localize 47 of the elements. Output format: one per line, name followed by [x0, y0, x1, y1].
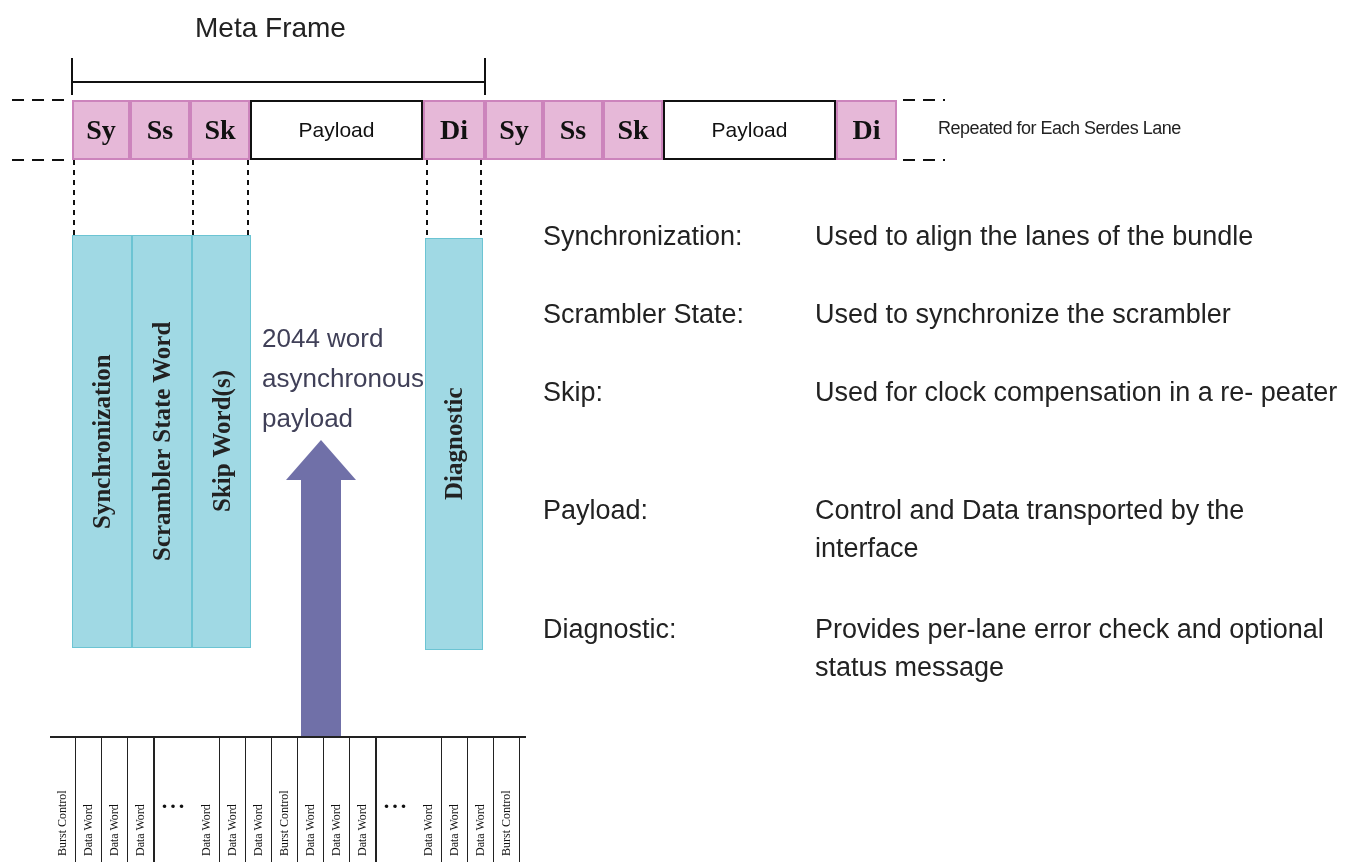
table-cell: Data Word [102, 738, 128, 862]
table-cell: ... [376, 738, 416, 862]
guide-line [247, 159, 249, 236]
frame-cell: Ss [130, 100, 190, 160]
frame-cell: Sy [485, 100, 543, 160]
frame-cell: Sy [72, 100, 130, 160]
table-cell: ... [154, 738, 194, 862]
table-cell: Data Word [324, 738, 350, 862]
block-arrow [286, 440, 356, 736]
guide-line [73, 159, 75, 236]
table-cell: Data Word [246, 738, 272, 862]
definition: Control and Data transported by the interface [815, 494, 1246, 565]
field-column: Synchronization [72, 235, 132, 648]
payload-cell: Payload [250, 100, 423, 160]
definition: Used to align the lanes of the bundle [815, 220, 1255, 253]
field-column: Skip Word(s) [192, 235, 251, 648]
definition: Used for clock compensation in a re- peater [815, 376, 1339, 409]
table-cell: Data Word [298, 738, 324, 862]
table-cell: Data Word [468, 738, 494, 862]
table-cell: Burst Control [50, 738, 76, 862]
frame-cell: Ss [543, 100, 603, 160]
frame-cell: Di [423, 100, 485, 160]
frame-cell: Sk [603, 100, 663, 160]
table-cell: Burst Control [494, 738, 520, 862]
table-cell: Data Word [194, 738, 220, 862]
lane-note: Repeated for Each Serdes Lane [938, 117, 1181, 140]
term: Synchronization: [543, 220, 743, 253]
field-column: Scrambler State Word [132, 235, 192, 648]
table-cell: Data Word [128, 738, 154, 862]
table-cell: Data Word [442, 738, 468, 862]
definition: Used to synchronize the scrambler [815, 298, 1232, 331]
field-column: Diagnostic [425, 238, 483, 650]
table-cell: Burst Control [272, 738, 298, 862]
term: Diagnostic: [543, 613, 677, 646]
table-cell: Data Word [416, 738, 442, 862]
guide-line [192, 159, 194, 236]
term: Payload: [543, 494, 649, 527]
table-cell: Data Word [350, 738, 376, 862]
term: Scrambler State: [543, 298, 745, 331]
frame-cell: Di [836, 100, 897, 160]
frame-title: Meta Frame [195, 11, 346, 45]
frame-cell: Sk [190, 100, 250, 160]
payload-cell: Payload [663, 100, 836, 160]
table-cell: Data Word [220, 738, 246, 862]
table-cell: Data Word [76, 738, 102, 862]
term: Skip: [543, 376, 604, 409]
definition: Provides per-lane error check and optional status message [815, 613, 1325, 684]
